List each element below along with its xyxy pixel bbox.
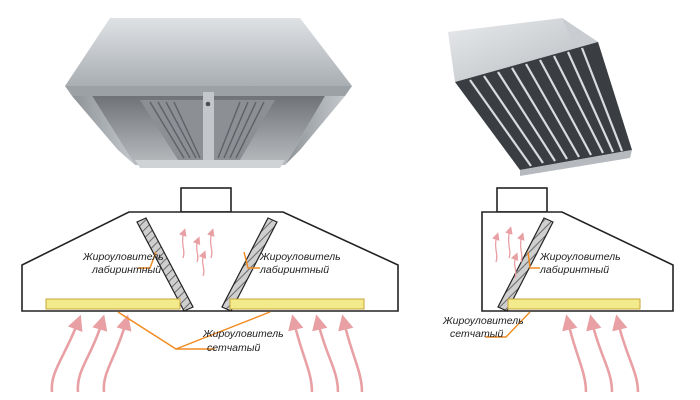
leader-lines-left	[117, 251, 271, 350]
label-labyrinth-left: Жироуловитель лабиринтный	[82, 251, 167, 276]
hood-front-rim	[65, 86, 352, 96]
hood-outline-right	[481, 211, 674, 312]
wall-hood-diagram	[481, 187, 674, 312]
hood-top-panel	[65, 18, 352, 86]
exhaust-duct-left	[180, 187, 232, 213]
hood-right-side	[285, 96, 345, 165]
leader-lines-right	[485, 251, 540, 338]
hood-center-divider	[203, 92, 214, 164]
wall-hood-front-lip	[520, 150, 632, 176]
mesh-filter-wall	[507, 298, 641, 310]
island-hood-photo	[65, 18, 352, 168]
label-labyrinth-wall: Жироуловитель лабиринтный	[539, 251, 624, 276]
labyrinth-filter-right	[221, 217, 278, 312]
label-labyrinth-right: Жироуловитель лабиринтный	[259, 251, 344, 276]
hood-outline-left	[21, 211, 399, 312]
label-mesh-left: Жироуловитель сетчатый	[202, 328, 287, 354]
incoming-airflow-arrows-left	[50, 314, 364, 393]
hood-left-side	[72, 96, 135, 165]
internal-airflow-arrows-right	[492, 226, 525, 279]
incoming-airflow-arrows-right	[562, 314, 640, 393]
island-hood-diagram	[21, 187, 399, 312]
labyrinth-filter-wall	[497, 217, 554, 312]
wall-hood-photo	[448, 18, 632, 176]
wall-hood-top-panel	[448, 18, 598, 82]
mesh-filter-right	[229, 298, 365, 310]
wall-hood-slats	[469, 47, 624, 167]
internal-airflow-arrows-left	[179, 228, 215, 277]
label-mesh-wall: Жироуловитель сетчатый	[442, 315, 527, 340]
mesh-filter-left	[45, 298, 181, 310]
hood-filter-slats	[149, 101, 265, 159]
hood-center-bolt	[205, 101, 211, 107]
hood-base-plane	[135, 160, 285, 168]
exhaust-duct-right	[496, 187, 548, 213]
labyrinth-filter-left	[136, 217, 194, 312]
